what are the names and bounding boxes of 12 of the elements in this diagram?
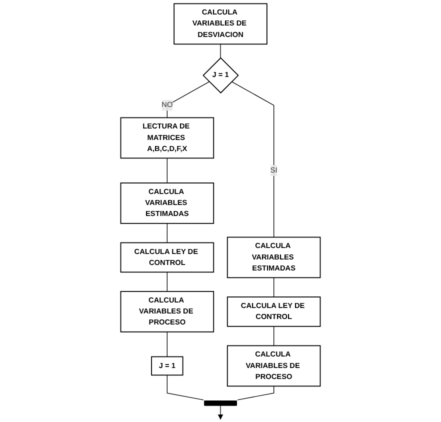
connector xyxy=(166,158,168,184)
arrow xyxy=(218,405,224,420)
connector xyxy=(273,277,274,298)
connector xyxy=(231,81,274,238)
connector xyxy=(166,81,210,118)
connector xyxy=(166,374,204,400)
connector xyxy=(237,386,274,400)
connector xyxy=(273,326,274,346)
connector xyxy=(166,332,168,358)
connector xyxy=(220,44,221,58)
connector xyxy=(166,223,168,244)
connector xyxy=(166,272,168,292)
